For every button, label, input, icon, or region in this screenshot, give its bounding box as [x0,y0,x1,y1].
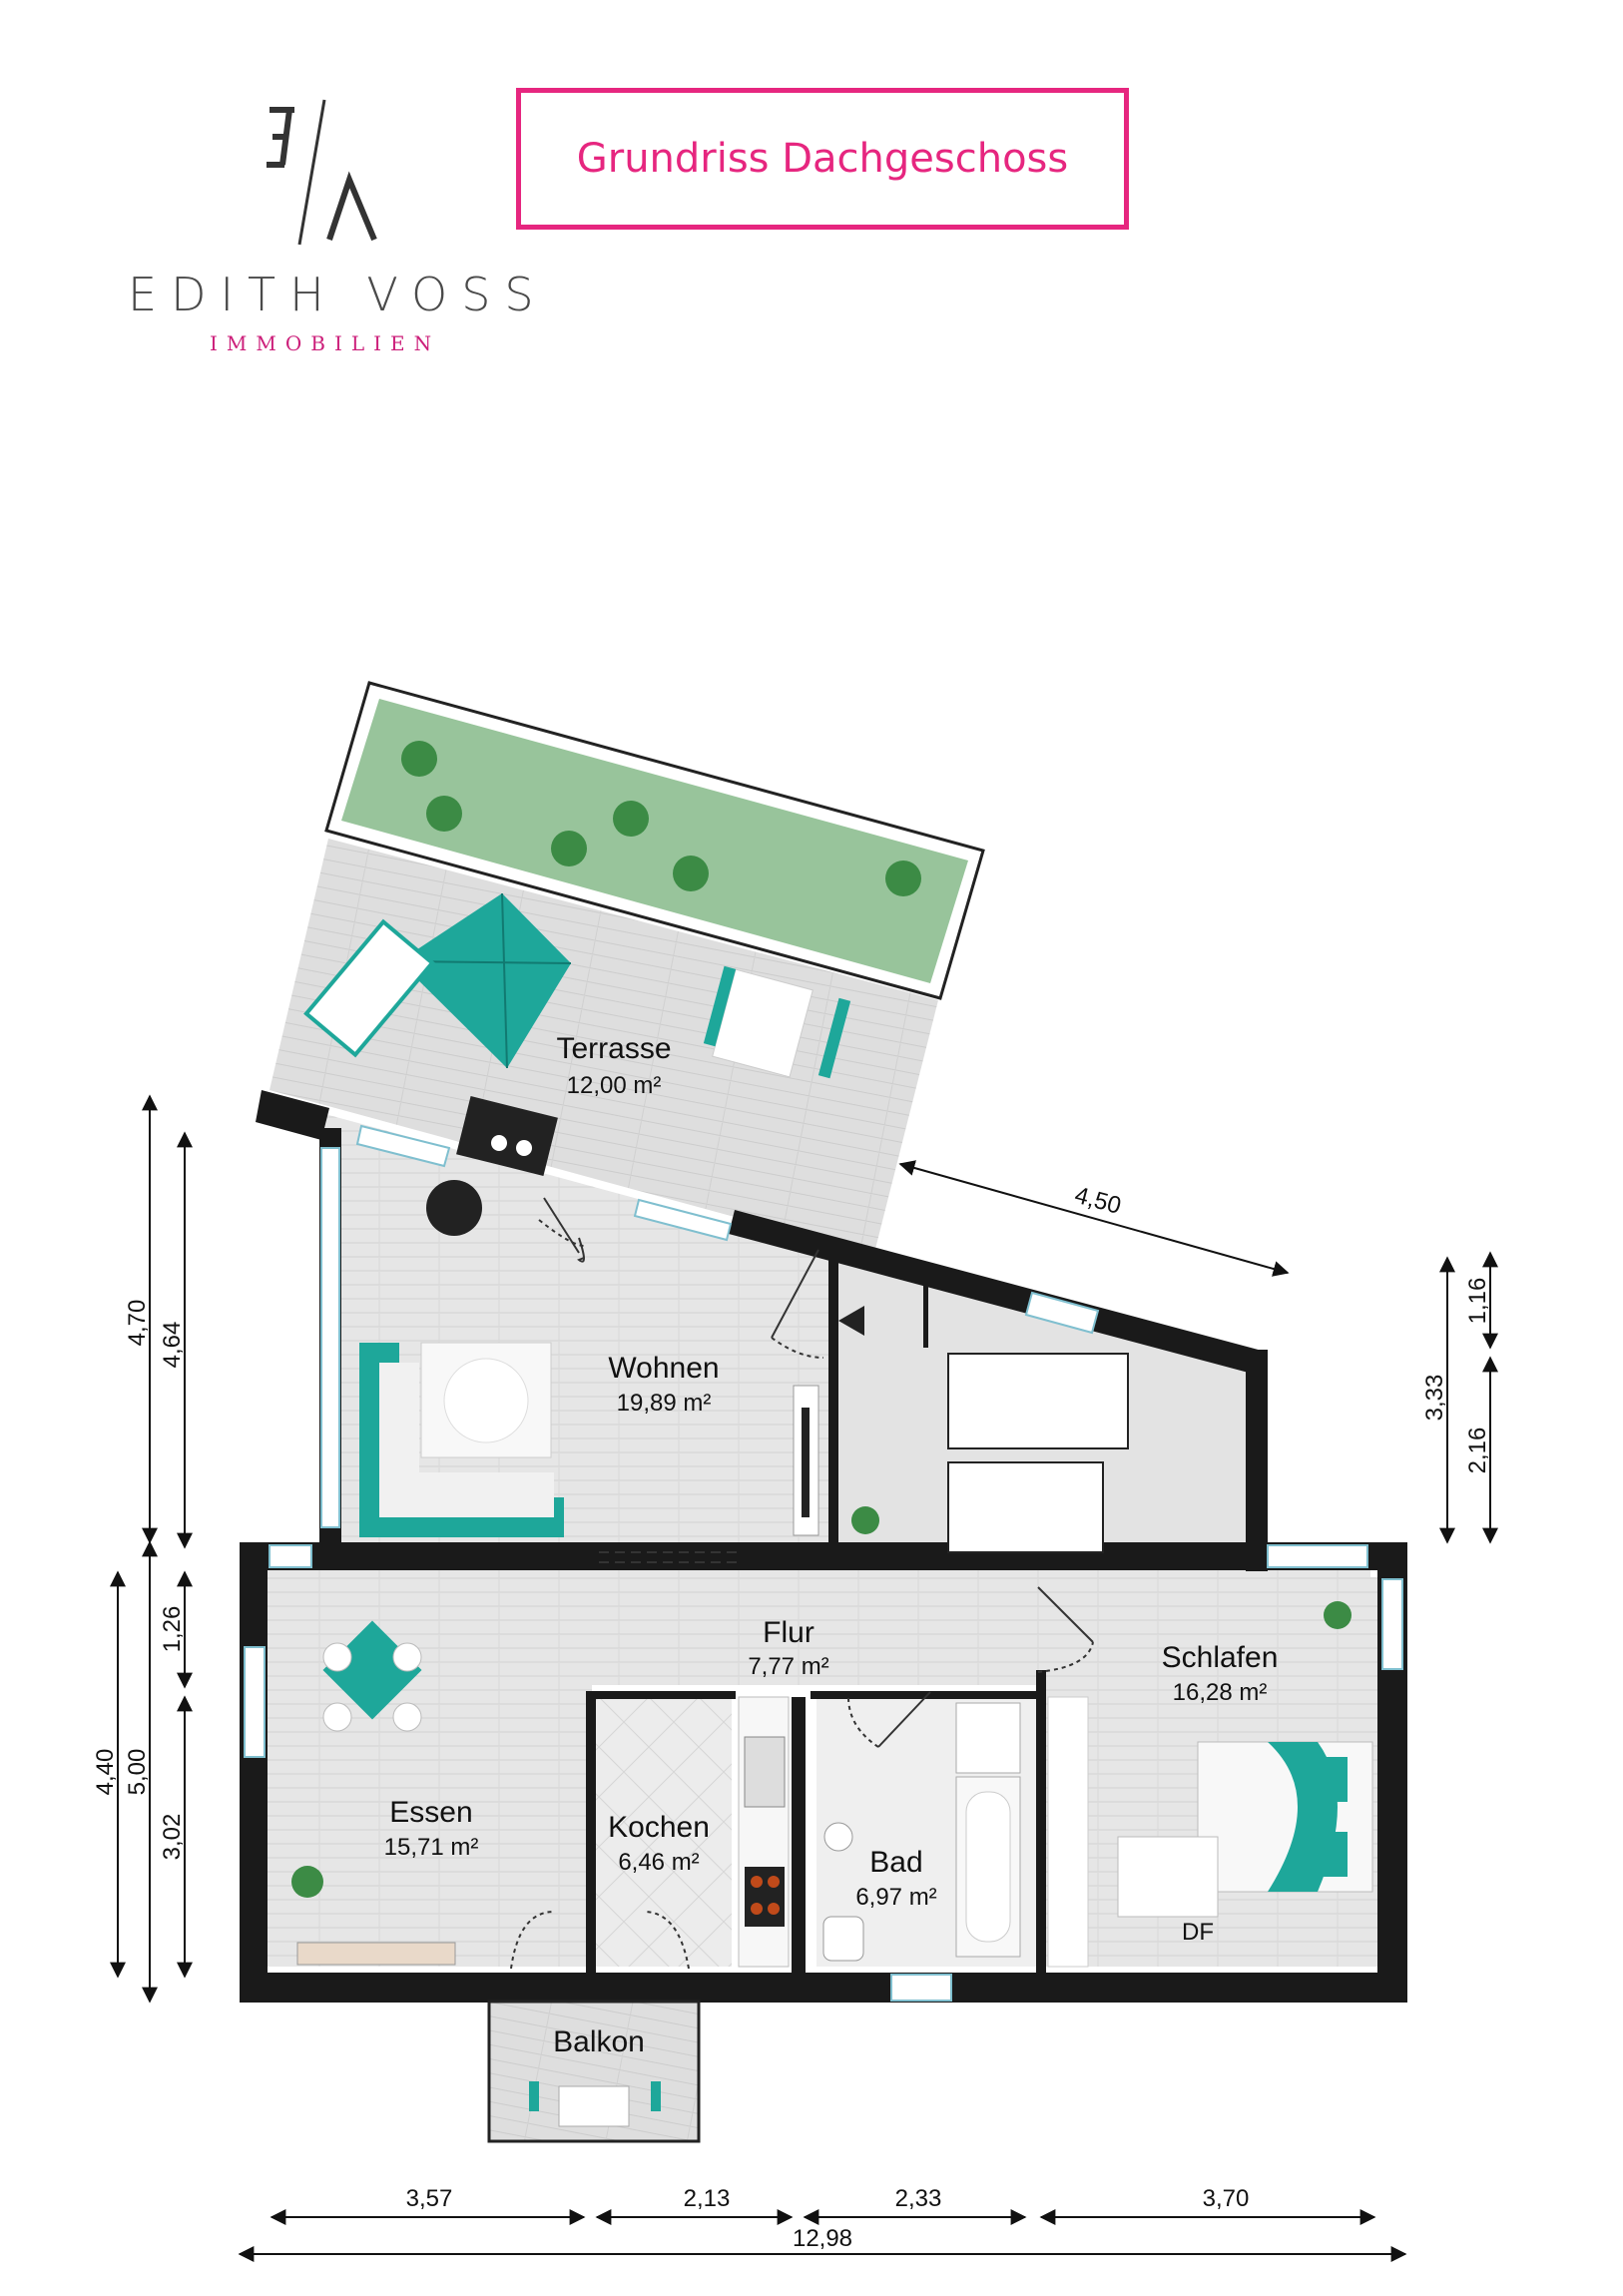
room-area-terrasse: 12,00 m² [567,1072,662,1099]
room-name-terrasse: Terrasse [556,1032,671,1065]
desk-icon [1117,1836,1219,1918]
bookshelf-icon [296,1942,456,1966]
dim-right-inner-top: 1,16 [1464,1278,1491,1325]
essen-floor [268,1685,592,1967]
room-name-kochen: Kochen [608,1811,710,1844]
kochen-floor [592,1697,732,1967]
dim-left-mid-bottom: 5,00 [124,1749,151,1796]
room-name-wohnen: Wohnen [608,1352,719,1385]
washbasin-icon [823,1822,853,1852]
walls [240,1090,1407,2003]
room-name-bad: Bad [869,1846,922,1879]
stair-arrow-icon [838,1306,864,1336]
dim-left-outer-top: 4,70 [124,1300,151,1347]
room-labels: Terrasse 12,00 m² Wohnen 19,89 m² Flur 7… [384,1032,1279,2058]
grill-icon [426,1096,558,1236]
room-area-schlafen: 16,28 m² [1173,1679,1268,1706]
room-area-kochen: 6,46 m² [618,1849,699,1876]
sink-icon [744,1736,786,1808]
green-roof [324,681,985,1000]
dim-left-inner-bottom-low: 3,02 [159,1814,186,1861]
dim-bottom-2: 2,13 [684,2185,731,2212]
dim-left-inner-top: 4,64 [159,1322,186,1369]
dim-left-outer-bottom: 4,40 [92,1749,119,1796]
sofa-icon [359,1342,564,1537]
dim-right-outer: 3,33 [1421,1375,1448,1422]
room-area-flur: 7,77 m² [748,1653,828,1680]
bathtub-icon [955,1776,1021,1958]
tv-icon [793,1385,819,1536]
page-title: Grundriss Dachgeschoss [576,136,1069,182]
room-name-essen: Essen [389,1796,472,1829]
parasol-icon [303,892,572,1069]
door-swings [510,1197,1094,1970]
dim-bottom-total: 12,98 [793,2225,852,2252]
room-area-bad: 6,97 m² [855,1884,936,1911]
deck-chair-icon [703,965,851,1079]
dim-bottom-4: 3,70 [1203,2185,1250,2212]
label-df: DF [1182,1919,1214,1946]
dimension-lines [110,1094,1498,2262]
logo-mark-icon [267,99,377,246]
room-name-flur: Flur [763,1616,814,1649]
balkon [487,2000,701,2143]
plant-icon [291,741,1352,1898]
toilet-icon [822,1916,864,1962]
title-box: Grundriss Dachgeschoss [516,88,1129,230]
windows [244,1124,1403,2002]
wardrobe-icon [1047,1696,1089,1968]
staircase [947,1353,1129,1553]
logo-subtitle: IMMOBILIEN [210,331,441,355]
logo-name: EDITH VOSS [128,268,548,321]
room-name-balkon: Balkon [553,2025,645,2058]
dim-right-inner-low: 2,16 [1464,1428,1491,1474]
dim-bottom-1: 3,57 [406,2185,453,2212]
dim-bottom-3: 2,33 [895,2185,942,2212]
dim-left-inner-bottom-top: 1,26 [159,1606,186,1653]
room-area-wohnen: 19,89 m² [617,1390,712,1417]
stove-icon [745,1867,785,1927]
room-name-schlafen: Schlafen [1162,1641,1279,1674]
room-area-essen: 15,71 m² [384,1834,479,1861]
shower-icon [955,1702,1021,1774]
bed-icon [1197,1741,1373,1893]
